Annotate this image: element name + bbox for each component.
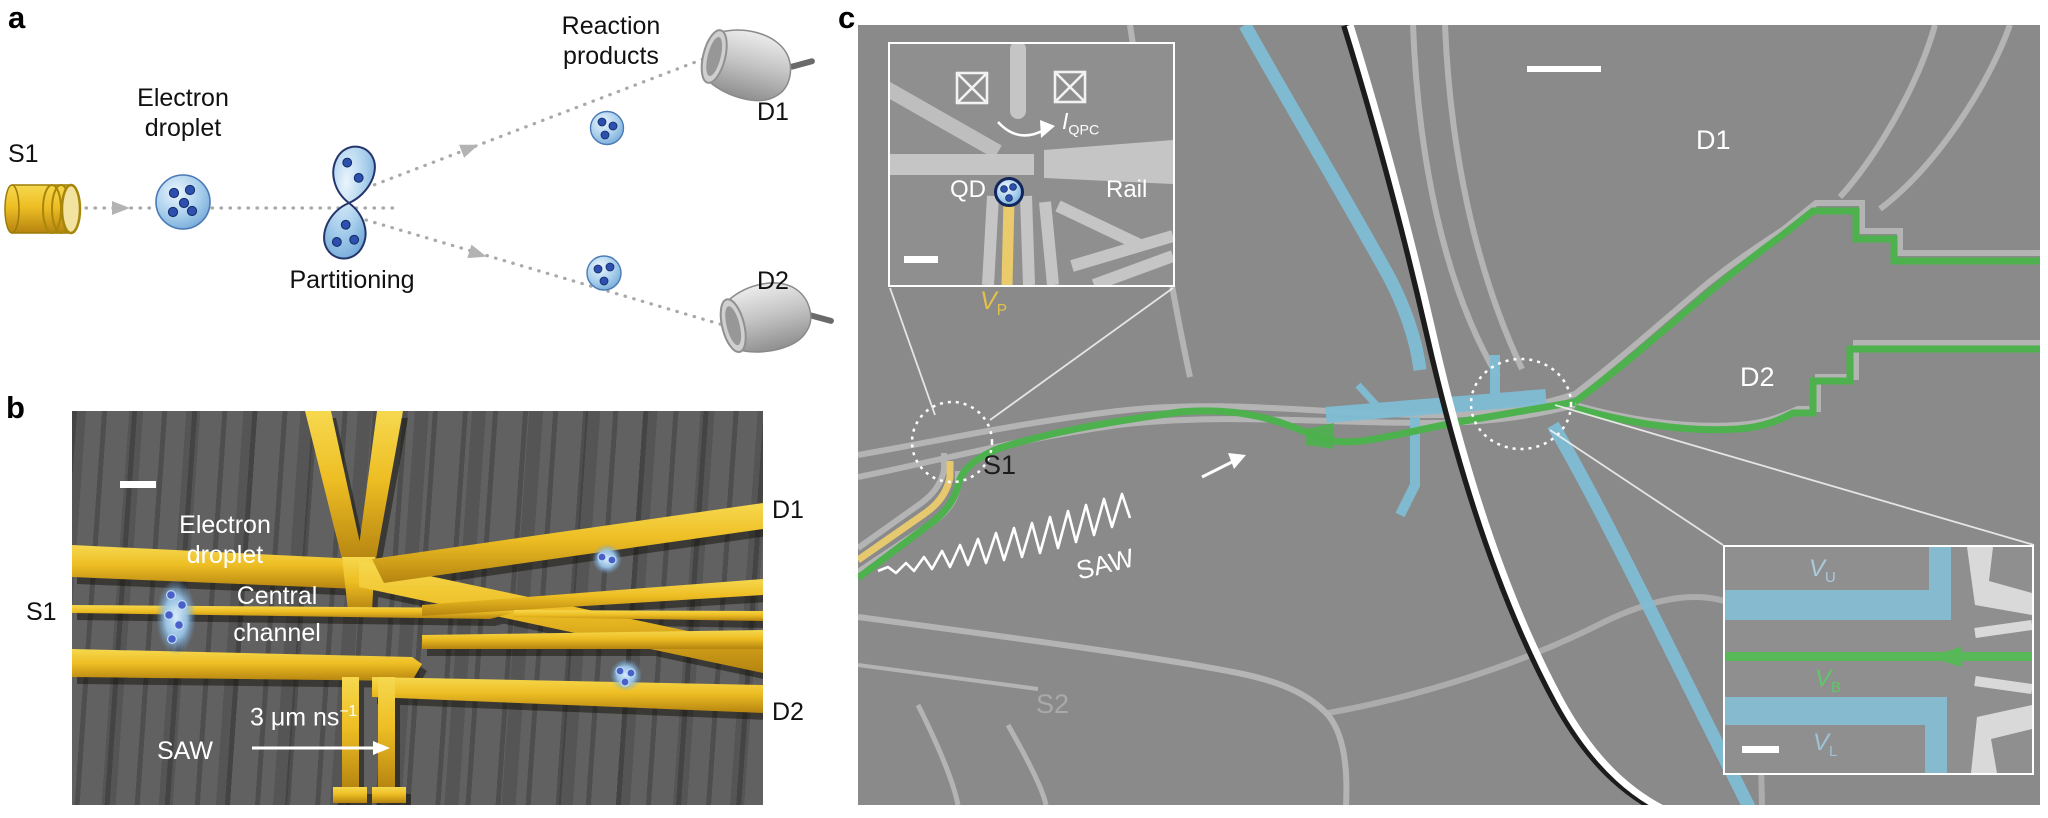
inset-connector-lines (889, 287, 2035, 546)
qpc-inset: QD Rail IQPC (888, 42, 1175, 287)
plunger-gate-yellow (858, 461, 954, 563)
panel-b-sem (72, 411, 763, 803)
panel-a-diagram (4, 29, 834, 353)
saw-velocity-arrow (252, 741, 390, 755)
detector-d2-label: D2 (757, 267, 789, 295)
qpc-current-arrow (997, 120, 1055, 138)
blue-gate-bars (1725, 547, 1951, 773)
product-droplet-2 (586, 255, 622, 291)
arrowhead (112, 201, 130, 215)
panel-b-s1-label: S1 (26, 598, 57, 626)
arrowhead (459, 144, 479, 158)
panel-c-letter: c (838, 0, 856, 35)
light-fingers (1974, 620, 2032, 694)
arrowhead (467, 244, 487, 259)
ohmic-contact-icon (1053, 70, 1087, 104)
qd-droplet (994, 177, 1024, 207)
green-barrier-gate (1725, 647, 2032, 667)
qd-label: QD (950, 176, 986, 203)
panel-c-d1-label: D1 (1696, 125, 1731, 155)
partitioning-label: Partitioning (289, 266, 415, 294)
droplet-d2-arm (610, 659, 642, 691)
beam-path-to-d1 (364, 56, 708, 190)
ohmic-contact-icon (955, 71, 989, 105)
detector-d1-horn (700, 29, 815, 102)
gate-inset-sem (1725, 547, 2032, 773)
iqpc-label: IQPC (1062, 108, 1100, 139)
panel-c-d2-label: D2 (1740, 362, 1775, 392)
partitioning-wavefunction (323, 145, 376, 260)
scale-bar (1742, 746, 1779, 753)
qd-highlight-circle (910, 400, 994, 484)
saw-speed-label: 3 μm ns−1 (250, 703, 358, 732)
beam-path-to-d2 (364, 218, 742, 332)
scale-bar (904, 256, 938, 263)
qpc-inset-sem (890, 44, 1173, 285)
vp-label: VP (980, 287, 1008, 319)
green-injection-gate (1306, 423, 1334, 449)
detector-d1-label: D1 (757, 98, 789, 126)
panel-a-letter: a (8, 0, 26, 35)
vu-label: VU (1809, 555, 1836, 586)
white-curve (1341, 25, 1663, 805)
panel-b-d1-label: D1 (772, 496, 804, 524)
saw-wave (877, 453, 1246, 575)
panel-b-letter: b (6, 390, 25, 425)
plunger-gate-yellow (1001, 198, 1015, 285)
vl-label: VL (1813, 729, 1838, 760)
source-s1-label: S1 (8, 140, 39, 168)
detector-d2-horn (719, 282, 834, 353)
scale-bar (1527, 66, 1601, 72)
panel-c-s1-label: S1 (983, 450, 1017, 480)
qd-gates (982, 195, 1173, 285)
central-channel-label: Central channel (233, 582, 321, 647)
electron-droplet (155, 174, 211, 230)
light-electrodes (1967, 547, 2032, 773)
source-cylinder (4, 183, 82, 235)
green-channel (858, 207, 2040, 581)
panel-b-d2-label: D2 (772, 698, 804, 726)
gold-electrodes (72, 411, 763, 803)
droplet-d1-arm (592, 544, 622, 574)
scale-bar (120, 481, 156, 488)
product-droplet-1 (589, 110, 625, 146)
droplet-central (156, 579, 196, 655)
rail-label: Rail (1106, 176, 1148, 203)
saw-label: SAW (157, 737, 214, 765)
gate-inset: VU VB VL (1723, 545, 2034, 775)
panel-c-s2-label: S2 (1036, 689, 1070, 719)
gate-highlight-circle (1469, 357, 1573, 451)
qpc-plunger-gate (1010, 44, 1026, 119)
vb-label: VB (1815, 665, 1841, 696)
